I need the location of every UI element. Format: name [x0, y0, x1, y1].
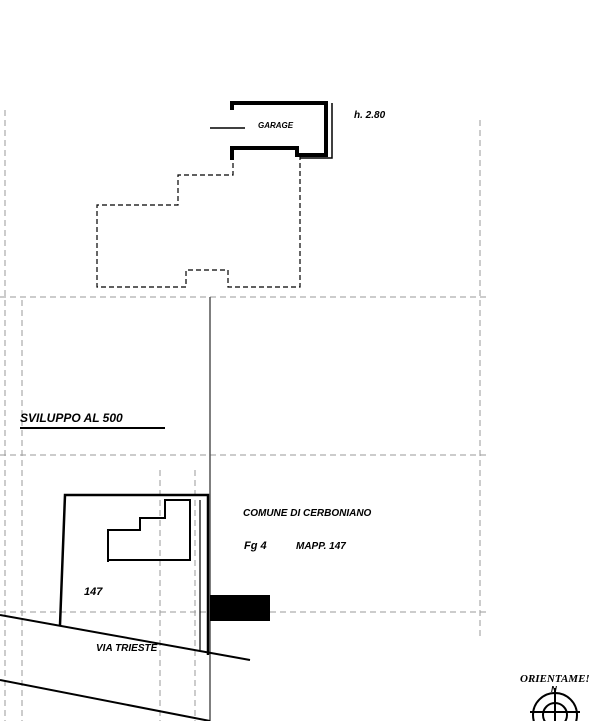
- municipality-label: COMUNE DI CERBONIANO: [243, 508, 372, 519]
- section-title: SVILUPPO AL 500: [20, 411, 123, 425]
- garage-plan: [210, 101, 333, 160]
- street-lines: [0, 614, 251, 721]
- garage-height-label: h. 2.80: [354, 110, 386, 121]
- garage-label: GARAGE: [258, 121, 294, 130]
- parcel-label: MAPP. 147: [296, 541, 346, 552]
- redaction-block: [210, 595, 270, 621]
- lot-plan: [58, 493, 210, 655]
- house-footprint-dashed: [96, 155, 301, 288]
- parcel-number: 147: [84, 586, 103, 598]
- orientation-label: ORIENTAME!: [520, 673, 590, 685]
- north-label: N: [551, 685, 557, 694]
- street-label: VIA TRIESTE: [96, 643, 158, 654]
- north-compass-icon: [530, 688, 580, 721]
- sheet-label: Fg 4: [244, 540, 267, 552]
